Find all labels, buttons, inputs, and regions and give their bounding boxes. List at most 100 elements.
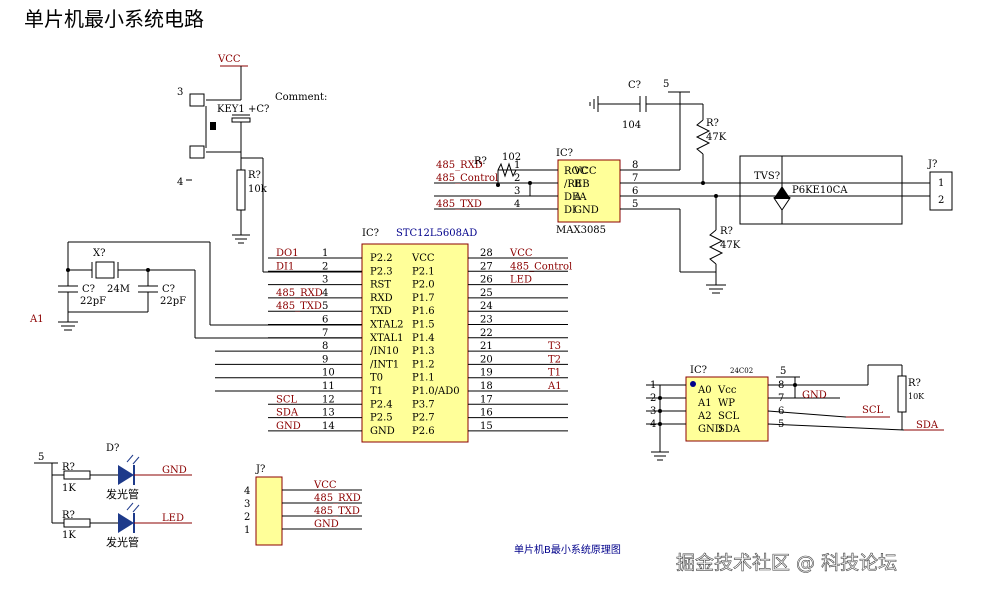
mcu-right-pin-net: A1 xyxy=(547,381,562,392)
eeprom-left-pin-num: 1 xyxy=(650,380,656,391)
eeprom-body xyxy=(685,376,769,442)
eeprom-right-pin-line xyxy=(767,410,847,418)
max-left-pin-num: 3 xyxy=(514,186,520,197)
max-left-pin-num: 2 xyxy=(514,173,520,184)
crystal-cap1-val: 22pF xyxy=(80,296,106,307)
mcu-left-pin-net: DO1 xyxy=(276,248,299,259)
conn-pin2: 2 xyxy=(938,195,944,206)
mcu-right-pin-num: 21 xyxy=(480,341,493,352)
mcu-right-pin-num: 20 xyxy=(480,354,493,365)
eeprom-gnd-label: GND xyxy=(802,390,827,401)
mcu-right-pin-name: P1.1 xyxy=(412,373,435,384)
mcu-right-pin-net: VCC xyxy=(509,248,533,259)
max-right-pin-name: VCC xyxy=(573,166,597,177)
mcu-left-pin-num: 9 xyxy=(322,354,328,365)
max-left-pin-num: 4 xyxy=(514,199,520,210)
mcu-right-pin-net: T3 xyxy=(548,341,561,352)
tvs-val: P6KE10CA xyxy=(792,185,848,196)
eeprom-vcc-label: 5 xyxy=(780,366,786,377)
mcu-left-pin-num: 1 xyxy=(322,248,328,259)
mcu-left-pin-name: XTAL2 xyxy=(370,320,403,331)
header-ref: J? xyxy=(255,464,265,475)
mcu-right-pin-num: 27 xyxy=(480,261,493,272)
header-pin-num: 1 xyxy=(244,525,250,536)
tvs-ref: TVS? xyxy=(754,171,780,182)
eeprom-res-ref: R? xyxy=(908,378,921,389)
crystal-cap2-ref: C? xyxy=(162,284,175,295)
conn-pin1: 1 xyxy=(938,178,944,189)
mcu-left-pin-name: RST xyxy=(370,280,391,291)
mcu-body xyxy=(361,243,469,443)
header-pin-net: GND xyxy=(314,519,339,530)
key-pin4: 4 xyxy=(177,177,183,188)
mcu-left-pin-name: P2.4 xyxy=(370,399,393,410)
mcu-right-pin-num: 26 xyxy=(480,275,493,286)
mcu-left-pin-num: 8 xyxy=(322,341,328,352)
mcu-left-pin-name: XTAL1 xyxy=(370,333,403,344)
max-right-pin-num: 8 xyxy=(632,160,638,171)
mcu-left-pin-net: GND xyxy=(276,421,301,432)
mcu-right-pin-num: 28 xyxy=(480,248,493,259)
subtitle: 单片机B最小系统原理图 xyxy=(514,543,621,556)
led-net2: LED xyxy=(162,513,184,524)
eeprom-left-pin-name: A1 xyxy=(697,398,712,409)
mcu-left-pin-name: TXD xyxy=(370,306,392,317)
mcu-right-pin-num: 22 xyxy=(480,328,493,339)
eeprom-left-pin-num: 2 xyxy=(650,393,656,404)
max-part: MAX3085 xyxy=(556,225,606,236)
mcu-left-pin-net: 485_TXD xyxy=(276,301,322,312)
max-r1-ref: R? xyxy=(706,118,719,129)
max-cap-val: 104 xyxy=(622,120,641,131)
mcu-left-pin-net: 485_RXD xyxy=(276,288,323,299)
eeprom-scl-label: SCL xyxy=(862,405,884,416)
header-pin-net: 485_RXD xyxy=(314,493,361,504)
mcu-right-pin-num: 16 xyxy=(480,408,493,419)
max-right-pin-name: B xyxy=(574,179,581,190)
mcu-right-pin-name: P1.2 xyxy=(412,359,435,370)
watermark: 掘金技术社区 @ 科技论坛 xyxy=(676,552,897,574)
mcu-left-pin-num: 14 xyxy=(322,421,335,432)
max-right-pin-name: GND xyxy=(574,205,599,216)
led-vcc-label: 5 xyxy=(38,452,44,463)
mcu-ref: IC? xyxy=(362,228,379,239)
max-cap-ref: C? xyxy=(628,80,641,91)
led-r2-ref: R? xyxy=(62,510,75,521)
key-label: KEY1 xyxy=(217,104,245,115)
eeprom-right-pin-num: 6 xyxy=(778,406,784,417)
mcu-left-pin-num: 11 xyxy=(322,381,335,392)
mcu-left-pin-name: P2.2 xyxy=(370,253,393,264)
max-r2-val: 47K xyxy=(720,240,741,251)
max-left-pin-net: 485_TXD xyxy=(436,199,482,210)
mcu-left-pin-num: 3 xyxy=(322,275,328,286)
reset-cap-label: +C? xyxy=(248,104,269,115)
mcu-left-pin-num: 13 xyxy=(322,408,335,419)
eeprom-right-pin-name: SCL xyxy=(718,411,740,422)
crystal-ref: X? xyxy=(93,248,105,259)
mcu-right-pin-net: 485_Control xyxy=(510,261,572,272)
max-left-pin-net: 485_RXD xyxy=(436,160,483,171)
max-body xyxy=(557,159,621,223)
mcu-right-pin-name: P2.0 xyxy=(412,280,435,291)
mcu-right-pin-num: 23 xyxy=(480,315,493,326)
mcu-left-pin-name: RXD xyxy=(370,293,393,304)
led-net1: GND xyxy=(162,465,187,476)
conn-ref: J? xyxy=(927,159,937,170)
mcu-left-pin-num: 2 xyxy=(322,261,328,272)
max-left-pin-net: 485_Control xyxy=(436,173,498,184)
eeprom-right-pin-name: Vcc xyxy=(717,385,737,396)
reset-res-ref: R? xyxy=(248,170,261,181)
mcu-left-pin-num: 12 xyxy=(322,394,335,405)
mcu-left-pin-num: 6 xyxy=(322,315,328,326)
mcu-right-pin-name: P1.4 xyxy=(412,333,435,344)
mcu-right-pin-name: P3.7 xyxy=(412,399,435,410)
mcu-right-pin-name: P2.7 xyxy=(412,413,435,424)
reset-comment: Comment: xyxy=(275,92,327,103)
led-r1-val: 1K xyxy=(62,483,76,494)
